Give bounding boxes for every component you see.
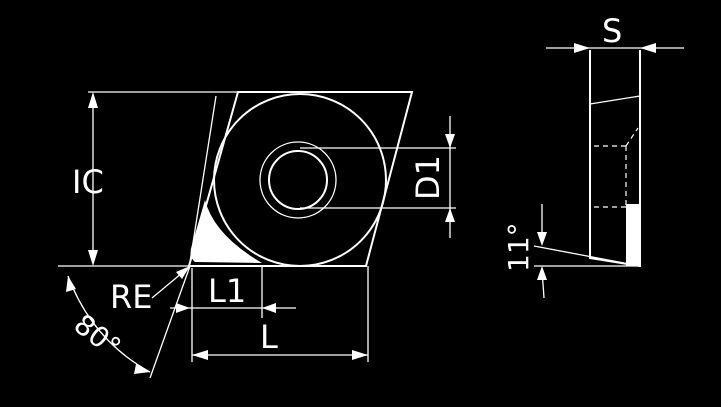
angle-11-label: 11° (502, 222, 535, 272)
d1-dimension: D1 (300, 116, 456, 238)
re-leader: RE (110, 266, 190, 316)
corner-chip (190, 200, 262, 263)
ic-label: IC (72, 163, 104, 201)
s-dimension: S (546, 12, 684, 53)
angle-11-dimension: 11° (502, 204, 547, 299)
side-edge-bar (626, 204, 640, 266)
l-dimensions: L1 L (170, 266, 369, 362)
insert-top-view (187, 91, 414, 267)
corner-edge-line (189, 95, 217, 263)
side-profile (589, 50, 641, 268)
d1-label: D1 (409, 155, 447, 200)
hole-outer-circle (259, 141, 337, 219)
re-label: RE (110, 278, 152, 316)
l1-label: L1 (208, 272, 246, 310)
hole-inner-circle (268, 150, 328, 210)
l-label: L (260, 318, 278, 356)
inscribed-circle (213, 93, 387, 267)
s-label: S (602, 12, 622, 50)
ic-dimension: IC (58, 91, 238, 267)
insert-side-view (533, 50, 641, 268)
